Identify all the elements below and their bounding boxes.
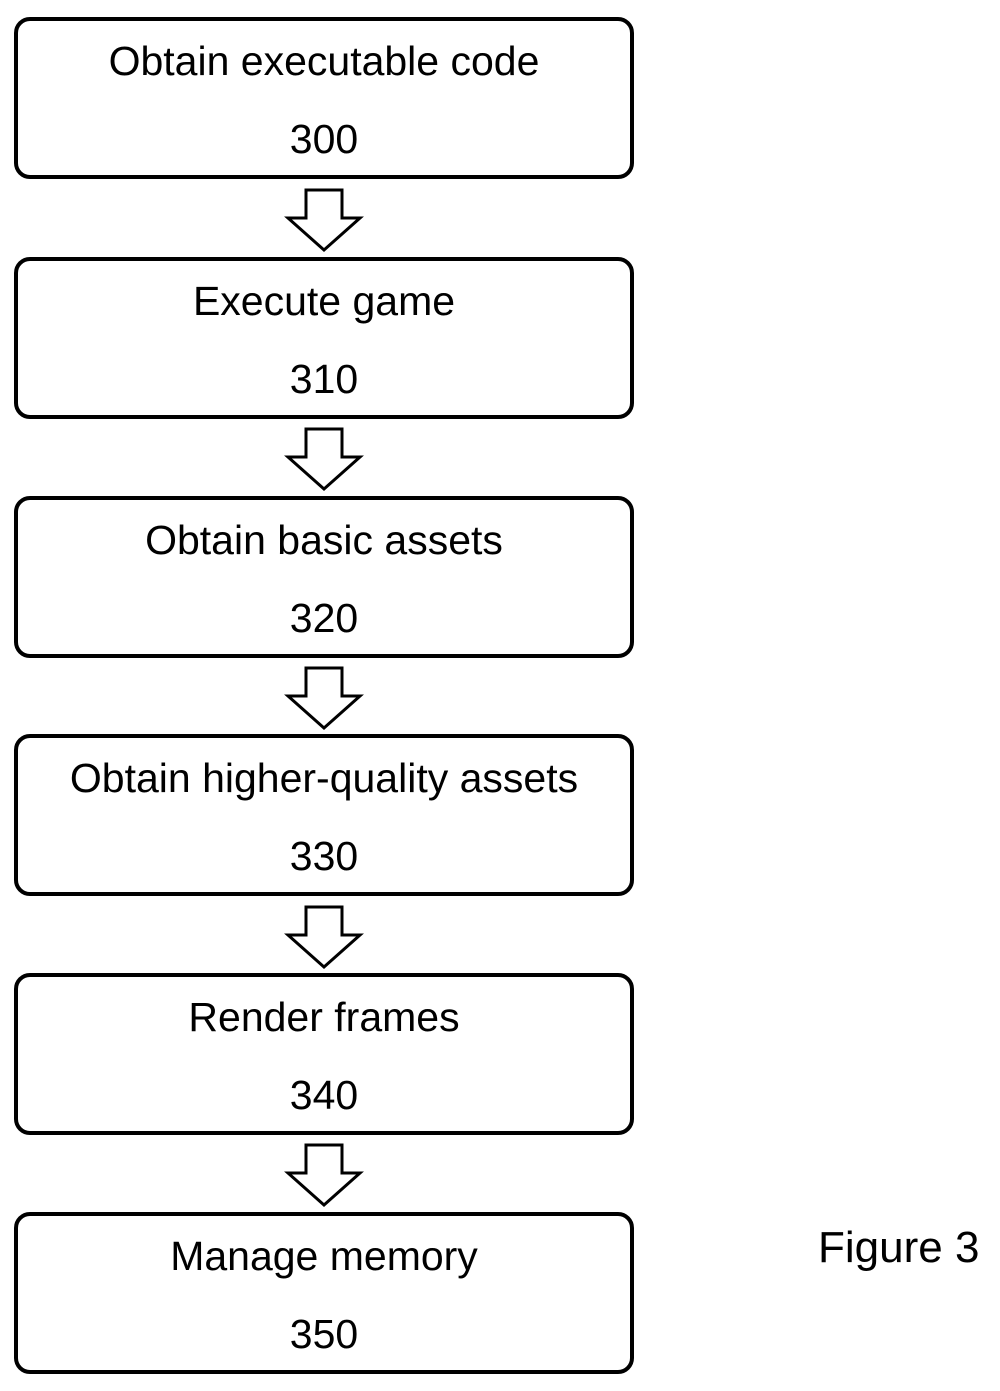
down-arrow-icon xyxy=(284,1142,364,1208)
step-label: Manage memory xyxy=(18,1232,630,1280)
step-box-render-frames: Render frames 340 xyxy=(14,973,634,1135)
step-number: 310 xyxy=(18,355,630,403)
down-arrow-icon xyxy=(284,426,364,492)
figure-label: Figure 3 xyxy=(818,1222,979,1274)
step-box-manage-memory: Manage memory 350 xyxy=(14,1212,634,1374)
step-number: 300 xyxy=(18,115,630,163)
step-box-execute-game: Execute game 310 xyxy=(14,257,634,419)
step-label: Obtain higher-quality assets xyxy=(18,754,630,802)
down-arrow-icon xyxy=(284,904,364,970)
step-box-obtain-basic-assets: Obtain basic assets 320 xyxy=(14,496,634,658)
step-label: Execute game xyxy=(18,277,630,325)
step-number: 320 xyxy=(18,594,630,642)
step-label: Obtain basic assets xyxy=(18,516,630,564)
down-arrow-icon xyxy=(284,187,364,253)
step-number: 330 xyxy=(18,832,630,880)
down-arrow-icon xyxy=(284,665,364,731)
step-number: 350 xyxy=(18,1310,630,1358)
step-label: Render frames xyxy=(18,993,630,1041)
step-label: Obtain executable code xyxy=(18,37,630,85)
step-number: 340 xyxy=(18,1071,630,1119)
step-box-obtain-executable-code: Obtain executable code 300 xyxy=(14,17,634,179)
step-box-obtain-higher-quality-assets: Obtain higher-quality assets 330 xyxy=(14,734,634,896)
